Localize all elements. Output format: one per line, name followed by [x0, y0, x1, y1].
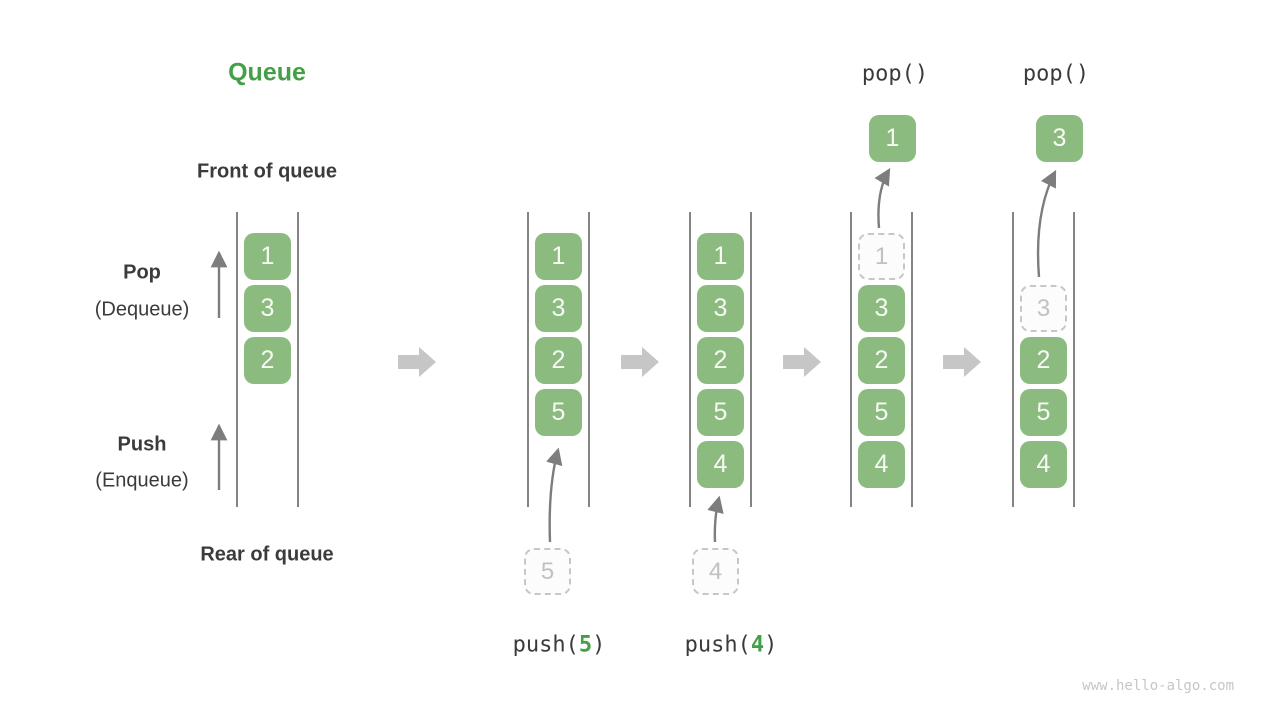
- queue-item: 3: [244, 285, 291, 332]
- push-label: Push: [117, 433, 167, 456]
- queue-item: 1: [535, 233, 582, 280]
- flow-arrow-icon: [398, 347, 436, 377]
- queue-item: 3: [858, 285, 905, 332]
- flow-arrow-icon: [621, 347, 659, 377]
- diagram-title: Queue: [228, 58, 306, 87]
- motion-arrows: [210, 167, 1057, 543]
- queue-item: 2: [858, 337, 905, 384]
- op-text: push(: [684, 632, 751, 658]
- queue-item: 5: [1020, 389, 1067, 436]
- rear-of-queue-label: Rear of queue: [200, 543, 334, 566]
- queue-item: 1: [244, 233, 291, 280]
- op-label-push-4: push(4): [685, 633, 778, 658]
- popped-item: 1: [869, 115, 916, 162]
- queue-rails: [236, 212, 1075, 507]
- flow-arrows: [398, 347, 981, 377]
- front-of-queue-label: Front of queue: [197, 160, 337, 183]
- pop1-arrow-icon: [874, 167, 891, 229]
- op-text: push(: [512, 632, 579, 658]
- pop-label: Pop: [123, 261, 161, 284]
- queue-item: 5: [697, 389, 744, 436]
- incoming-item-ghost: 5: [524, 548, 571, 595]
- op-label-push-5: push(5): [513, 633, 606, 658]
- queue-item: 5: [535, 389, 582, 436]
- queue-item: 2: [535, 337, 582, 384]
- queue-item: 4: [1020, 441, 1067, 488]
- op-arg: 4: [750, 632, 765, 658]
- queue-item: 2: [244, 337, 291, 384]
- op-label-pop-2: pop(): [1022, 61, 1090, 87]
- flow-arrow-icon: [943, 347, 981, 377]
- queue-item: 3: [535, 285, 582, 332]
- watermark: www.hello-algo.com: [1082, 678, 1234, 694]
- op-label-pop-1: pop(): [861, 61, 929, 87]
- queue-item: 5: [858, 389, 905, 436]
- push-alias-label: (Enqueue): [95, 469, 189, 492]
- flow-arrow-icon: [783, 347, 821, 377]
- queue-item: 4: [858, 441, 905, 488]
- op-text: ): [592, 632, 606, 658]
- queue-item: 2: [1020, 337, 1067, 384]
- push5-arrow-icon: [546, 447, 563, 543]
- pop-alias-label: (Dequeue): [94, 298, 190, 321]
- pop2-arrow-icon: [1036, 169, 1057, 278]
- incoming-item-ghost: 4: [692, 548, 739, 595]
- op-text: ): [764, 632, 778, 658]
- popped-item: 3: [1036, 115, 1083, 162]
- queue-item: 2: [697, 337, 744, 384]
- push4-arrow-icon: [707, 495, 724, 543]
- queue-item: 3: [697, 285, 744, 332]
- outgoing-item-ghost: 3: [1020, 285, 1067, 332]
- op-arg: 5: [578, 632, 593, 658]
- queue-item: 1: [697, 233, 744, 280]
- outgoing-item-ghost: 1: [858, 233, 905, 280]
- queue-item: 4: [697, 441, 744, 488]
